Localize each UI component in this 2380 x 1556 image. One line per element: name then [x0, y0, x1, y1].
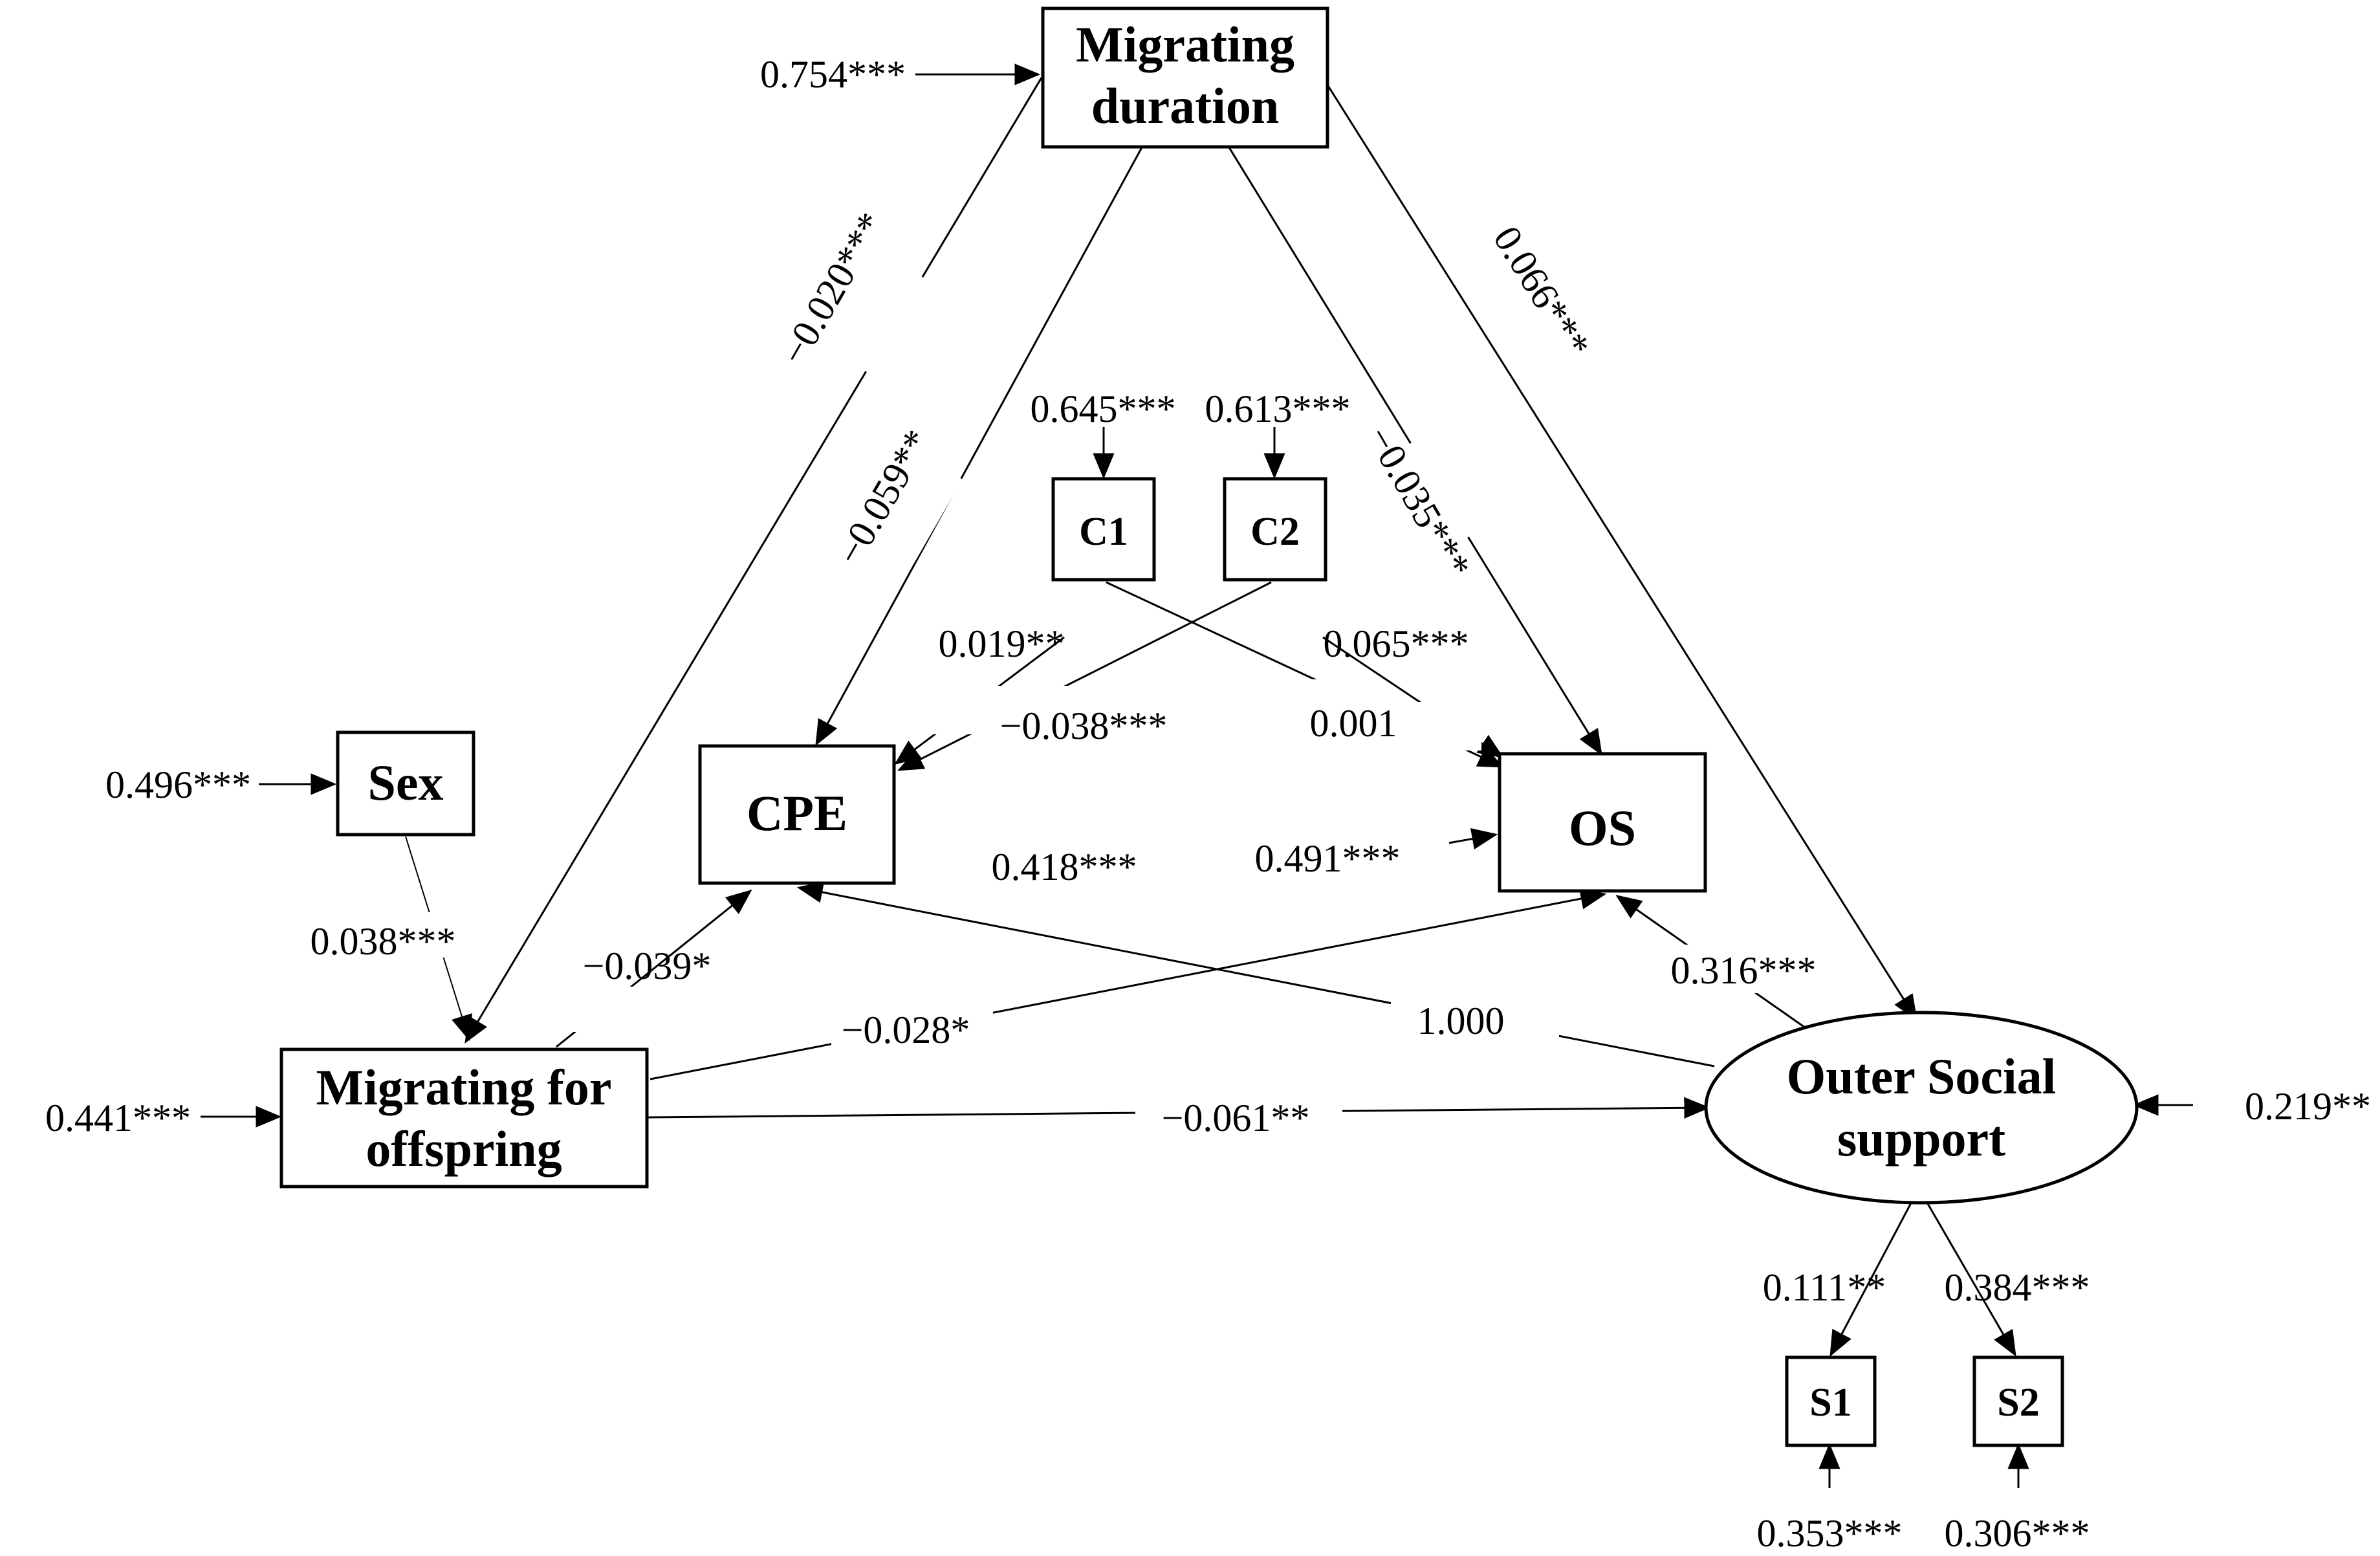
edge-oss-to-s1 — [1829, 1198, 1915, 1357]
node-s1: S1 — [1785, 1355, 1877, 1447]
cpe-label: CPE — [747, 785, 847, 841]
sex-label: Sex — [368, 754, 444, 811]
coef-err-cpe: 0.418*** — [992, 846, 1137, 888]
edge-md-to-oss — [1325, 82, 1917, 1021]
node-c2: C2 — [1223, 477, 1327, 582]
coef-mfo-to-cpe: −0.039* — [583, 945, 712, 987]
edge-mfo-to-os — [650, 888, 1607, 1080]
coefficient-labels: 0.754*** −0.020*** −0.059** −0.035*** 0.… — [45, 53, 2371, 1555]
coef-err-mfo: 0.441*** — [45, 1097, 191, 1139]
coef-err-oss: 0.219** — [2245, 1085, 2371, 1128]
node-sex: Sex — [336, 730, 475, 837]
label-backgrounds — [301, 188, 1844, 1142]
coef-c2-to-cpe: −0.038*** — [1000, 705, 1168, 747]
coef-err-s1: 0.353*** — [1757, 1512, 1903, 1555]
node-c1: C1 — [1051, 477, 1156, 582]
s2-label: S2 — [1997, 1381, 2039, 1425]
coef-mfo-to-os: −0.028* — [842, 1009, 970, 1051]
migrating-duration-label-line2: duration — [1091, 78, 1279, 134]
oss-label-line2: support — [1837, 1110, 2005, 1167]
coef-c1-to-os: 0.001 — [1310, 702, 1397, 745]
coef-err-sex: 0.496*** — [105, 763, 251, 806]
coef-c1-to-cpe: 0.019** — [939, 622, 1065, 665]
os-label: OS — [1569, 800, 1636, 856]
edge-c2-to-cpe — [897, 581, 1272, 771]
coef-err-os: 0.491*** — [1255, 837, 1401, 880]
edge-md-to-cpe — [815, 147, 1143, 746]
coef-c2-to-os: 0.065*** — [1324, 622, 1469, 665]
oss-label-line1: Outer Social — [1787, 1048, 2057, 1104]
coef-sex-to-mfo: 0.038*** — [311, 920, 456, 963]
s1-label: S1 — [1809, 1381, 1851, 1425]
edge-md-to-mfo — [464, 77, 1043, 1044]
mfo-label-line2: offspring — [366, 1121, 562, 1177]
c1-label: C1 — [1079, 510, 1128, 554]
node-migrating-for-offspring: Migrating for offspring — [279, 1047, 649, 1189]
edges — [201, 63, 2193, 1488]
edge-oss-to-cpe — [796, 881, 1715, 1068]
coef-err-migrating-duration: 0.754*** — [760, 53, 906, 96]
coef-oss-to-os: 0.316*** — [1671, 949, 1817, 992]
node-outer-social-support: Outer Social support — [1704, 1011, 2139, 1205]
coef-err-c2: 0.613*** — [1205, 388, 1351, 430]
migrating-duration-label-line1: Migrating — [1076, 16, 1294, 72]
edge-oss-to-s2 — [1923, 1198, 2016, 1357]
coef-oss-to-s1: 0.111** — [1763, 1266, 1886, 1309]
node-cpe: CPE — [698, 744, 896, 885]
mfo-label-line1: Migrating for — [316, 1059, 611, 1115]
coef-err-c1: 0.645*** — [1031, 388, 1176, 430]
coef-mfo-to-oss: −0.061** — [1162, 1097, 1310, 1139]
coef-err-s2: 0.306*** — [1945, 1512, 2090, 1555]
node-s2: S2 — [1972, 1355, 2064, 1447]
coef-oss-to-cpe: 1.000 — [1417, 1000, 1505, 1042]
c2-label: C2 — [1250, 510, 1300, 554]
node-migrating-duration: Migrating duration — [1041, 6, 1329, 149]
coef-oss-to-s2: 0.384*** — [1945, 1266, 2090, 1309]
node-os: OS — [1498, 752, 1707, 893]
